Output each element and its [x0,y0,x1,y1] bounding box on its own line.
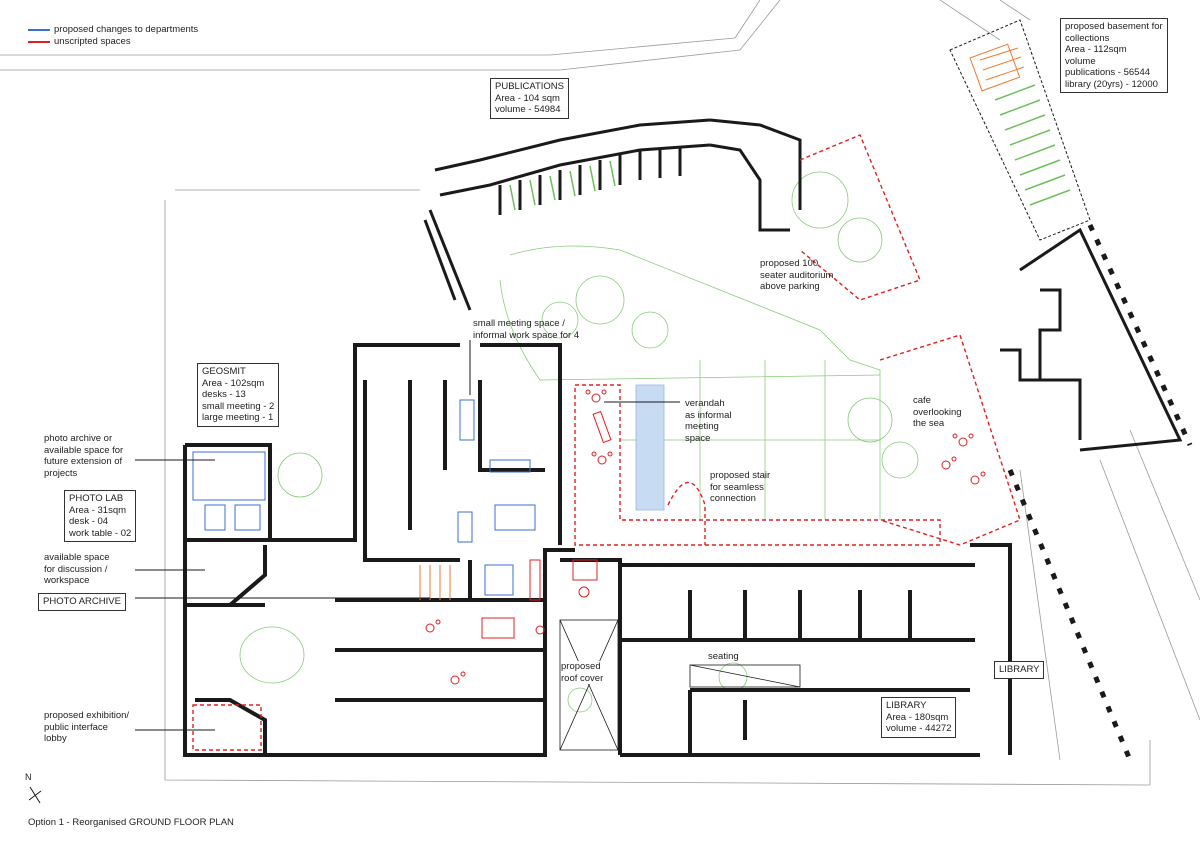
annotation-stair: proposed stair for seamless connection [710,470,770,505]
annotation-line: small meeting space / [473,318,565,329]
north-arrow [28,786,42,804]
library-info-box: LIBRARY Area - 180sqm volume - 44272 [881,697,957,738]
annotation-line: above parking [760,281,820,292]
box-line: library (20yrs) - 12000 [1065,78,1158,90]
box-title: LIBRARY [886,700,927,711]
box-line: volume [1065,55,1096,67]
building-walls [183,343,1012,757]
annotation-line: overlooking [913,406,962,418]
roof-cover [559,619,619,751]
legend-label: unscripted spaces [54,36,131,47]
box-line: volume - 44272 [886,723,952,734]
annotation-line: lobby [44,733,67,744]
annotation-small-meeting: small meeting space / informal work spac… [473,318,579,341]
context-lines [0,0,1200,786]
garden-landscape [239,171,919,713]
box-title: PHOTO LAB [69,493,124,504]
annotation-line: as informal [685,409,732,421]
library-tag: LIBRARY [994,661,1045,679]
box-title: GEOSMIT [202,366,246,377]
annotation-line: available space for [44,444,124,456]
red-furniture [425,389,986,685]
box-line: small meeting - 2 [202,400,275,412]
publications-shelving [509,160,616,211]
annotation-line: cafe [913,395,931,406]
annotation-line: seater auditorium [760,269,834,281]
annotation-line: space [685,432,711,444]
annotation-line: for discussion / [44,563,108,575]
annotation-line: workspace [44,575,90,586]
annotation-line: roof cover [561,672,604,684]
legend-item-departments: proposed changes to departments [28,24,198,36]
legend-item-unscripted: unscripted spaces [28,36,198,48]
annotation-line: proposed exhibition/ [44,710,130,721]
annotation-line: public interface [44,721,108,733]
annotation-line: meeting [685,421,719,432]
annotation-cafe: cafe overlooking the sea [913,395,962,430]
box-line: large meeting - 1 [202,412,274,423]
annotation-exhibition-lobby: proposed exhibition/ public interface lo… [44,710,129,745]
box-line: Area - 180sqm [886,711,949,723]
box-title: LIBRARY [999,664,1040,675]
annotation-seating: seating [708,651,739,662]
annotation-line: informal work space for 4 [473,329,580,341]
annotation-line: proposed [561,661,601,672]
annotation-line: connection [710,493,756,504]
box-line: desks - 13 [202,389,246,400]
annotation-photo-archive-extension: photo archive or available space for fut… [44,433,123,479]
geosmit-info-box: GEOSMIT Area - 102sqm desks - 13 small m… [197,363,280,427]
legend: proposed changes to departments unscript… [28,24,198,48]
annotation-discussion-space: available space for discussion / workspa… [44,552,110,587]
box-line: Area - 104 sqm [495,92,560,104]
legend-label: proposed changes to departments [54,24,199,35]
annotation-line: proposed stair [710,470,771,481]
box-title: proposed basement for [1065,21,1163,32]
annotation-line: future extension of [44,456,123,467]
leader-lines [135,340,680,731]
annotation-line: the sea [913,418,945,429]
box-title: PHOTO ARCHIVE [43,596,121,607]
orange-stair [419,565,451,600]
box-line: Area - 102sqm [202,377,265,389]
annotation-line: verandah [685,398,725,409]
seating-zone [689,664,801,688]
annotation-roof-cover: proposed roof cover [561,661,604,684]
box-line: collections [1065,32,1110,44]
box-line: desk - 04 [69,516,109,527]
photo-lab-info-box: PHOTO LAB Area - 31sqm desk - 04 work ta… [64,490,137,542]
east-annex-openings [1007,223,1193,761]
basement-info-box: proposed basement for collections Area -… [1060,18,1168,93]
verandah-blue-zone [635,384,665,511]
basement-outline [949,19,1091,241]
box-line: Area - 112sqm [1065,44,1127,55]
legend-swatch-red [28,41,50,43]
annotation-line: for seamless [710,481,764,493]
publications-block [423,118,802,311]
box-line: work table - 02 [69,527,132,539]
east-annex [1000,227,1183,452]
box-line: volume - 54984 [495,104,561,115]
box-line: Area - 31sqm [69,504,127,516]
legend-swatch-blue [28,29,50,31]
annotation-line: proposed 100 [760,258,819,269]
annotation-line: available space [44,552,110,563]
photo-archive-tag: PHOTO ARCHIVE [38,593,126,611]
annotation-line: photo archive or [44,433,113,444]
drawing-title: Option 1 - Reorganised GROUND FLOOR PLAN [28,817,234,828]
unscripted-spaces [192,134,1021,751]
box-line: publications - 56544 [1065,67,1151,78]
box-title: PUBLICATIONS [495,81,564,92]
basement-shelving [994,84,1071,206]
publications-info-box: PUBLICATIONS Area - 104 sqm volume - 549… [490,78,569,119]
annotation-verandah: verandah as informal meeting space [685,398,731,444]
annotation-line: projects [44,467,78,479]
north-label: N [25,772,32,782]
basement-grid [969,43,1025,92]
annotation-auditorium: proposed 100 seater auditorium above par… [760,258,833,293]
department-changes [192,399,536,596]
